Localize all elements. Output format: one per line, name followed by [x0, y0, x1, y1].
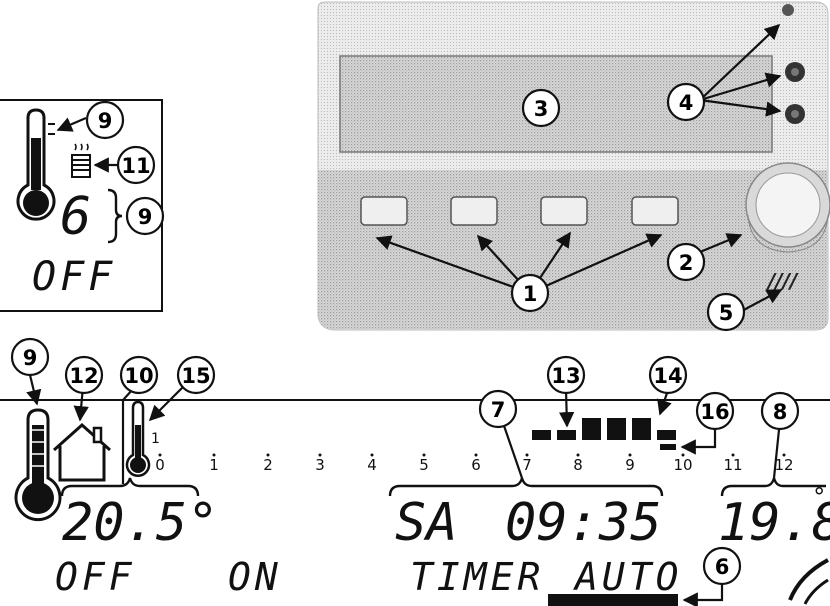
device-buttons: [360, 196, 679, 226]
hour-tick: 6: [471, 456, 481, 474]
svg-text:15: 15: [181, 364, 210, 388]
inset-brace: [107, 188, 123, 244]
setpoint-temperature: 19.8: [718, 493, 830, 553]
small-thermometer-label: 1: [151, 431, 160, 447]
svg-text:8: 8: [773, 400, 788, 424]
hour-tick: 5: [419, 456, 429, 474]
mode-on: ON: [228, 555, 282, 599]
setpoint-unit: °: [812, 483, 826, 511]
svg-text:12: 12: [69, 364, 98, 388]
inset-callout-heater: 11: [116, 145, 156, 185]
device-leader-lines: [375, 23, 783, 313]
callout-3: 3: [521, 88, 561, 128]
house-icon: [53, 422, 111, 482]
program-block-small: [660, 444, 676, 450]
hour-tick: 4: [367, 456, 377, 474]
hour-tick: 7: [522, 456, 532, 474]
device-button-3: [540, 196, 588, 226]
small-thermometer-icon: [125, 400, 151, 478]
hour-tick: 3: [315, 456, 325, 474]
device-illustration: ////: [317, 1, 830, 331]
mode-off: OFF: [55, 555, 136, 599]
svg-text:3: 3: [534, 97, 549, 121]
dial-arc-decoration: [788, 558, 829, 601]
hour-tick: 11: [723, 456, 742, 474]
hour-tick: 8: [573, 456, 583, 474]
svg-text:1: 1: [523, 282, 538, 306]
callout-4: 4: [666, 82, 706, 122]
hour-tick: 10: [673, 456, 692, 474]
svg-text:9: 9: [98, 109, 113, 133]
svg-text:5: 5: [719, 301, 734, 325]
callout-auto-bar: 6: [702, 546, 742, 586]
hour-ticks: 0 1 2 3 4 5 6 7 8 9 10 11 12: [155, 453, 794, 474]
device-led-top: [782, 4, 794, 16]
time-label: 09:35: [505, 493, 662, 553]
svg-text:14: 14: [653, 364, 682, 388]
inset-panel: 6 OFF: [0, 99, 163, 312]
inset-thermometer-icon: [16, 108, 56, 221]
program-block: [657, 430, 676, 440]
callout-blocks: 13: [546, 355, 586, 395]
svg-text:16: 16: [700, 400, 729, 424]
device-button-2: [450, 196, 498, 226]
callout-block-tall: 14: [648, 355, 688, 395]
hour-tick: 1: [209, 456, 219, 474]
svg-text:4: 4: [679, 91, 694, 115]
callout-small-thermo: 15: [176, 355, 216, 395]
svg-text:11: 11: [121, 154, 150, 178]
svg-text:9: 9: [138, 205, 153, 229]
auto-underline-bar: [548, 594, 678, 606]
callout-setpoint: 8: [760, 391, 800, 431]
inset-callout-digit: 9: [125, 196, 165, 236]
mode-timer: TIMER: [410, 555, 544, 599]
inset-heater-icon: [71, 143, 91, 178]
program-block: [582, 418, 601, 440]
hour-tick: 2: [263, 456, 273, 474]
mode-auto: AUTO: [573, 555, 683, 599]
inset-mode: OFF: [32, 254, 116, 300]
callout-2: 2: [666, 242, 706, 282]
display-detail: 1 0 1 2 3 4 5 6 7 8 9 10 11 12: [0, 399, 830, 606]
svg-text:13: 13: [551, 364, 580, 388]
hour-tick: 12: [774, 456, 793, 474]
inset-digit: 6: [60, 187, 91, 247]
program-blocks: [532, 418, 676, 450]
brace-setpoint: [720, 477, 826, 497]
hour-tick: 0: [155, 456, 165, 474]
brace-indoor: [60, 477, 200, 497]
display-thermometer-icon: [14, 408, 62, 522]
svg-text:6: 6: [715, 555, 730, 579]
callout-indoor-temp: 10: [119, 355, 159, 395]
program-block: [532, 430, 551, 440]
program-block: [632, 418, 651, 440]
svg-text:10: 10: [124, 364, 153, 388]
svg-text:9: 9: [23, 346, 38, 370]
svg-text:2: 2: [679, 251, 694, 275]
callout-day-time: 7: [478, 389, 518, 429]
callout-house: 12: [64, 355, 104, 395]
indoor-temperature: 20.5°: [62, 493, 219, 553]
device-button-1: [360, 196, 408, 226]
callout-display-thermometer: 9: [10, 337, 50, 377]
program-block: [557, 430, 576, 440]
program-block: [607, 418, 626, 440]
callout-1: 1: [510, 273, 550, 313]
device-speaker-grille: ////: [766, 269, 799, 293]
svg-text:7: 7: [491, 398, 506, 422]
device-knob: [745, 162, 830, 253]
day-label: SA: [395, 493, 458, 553]
hour-tick: 9: [625, 456, 635, 474]
inset-callout-top: 9: [85, 100, 125, 140]
device-button-4: [631, 196, 679, 226]
callout-block-small: 16: [695, 391, 735, 431]
callout-5: 5: [706, 292, 746, 332]
